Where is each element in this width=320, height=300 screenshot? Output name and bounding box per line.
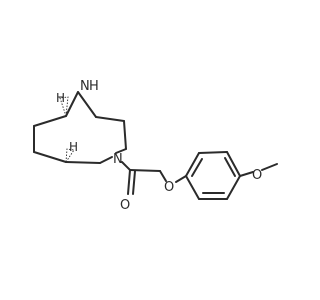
- atom-h-bridge: H: [89, 79, 99, 94]
- bond-ar2-ar3: [198, 151, 228, 154]
- bond-c9-o-a: [127, 169, 131, 195]
- bond-c10-o: [159, 170, 167, 182]
- bond-c5-c6: [65, 161, 101, 164]
- stereo-bonds: [59, 96, 75, 164]
- atom-o-methoxy: O: [252, 168, 262, 183]
- structure-diagram: N H H H N O O O: [33, 79, 278, 213]
- bond-c9-o-b: [132, 170, 136, 195]
- atom-labels: N H H H N O O O: [56, 79, 262, 213]
- bond-n-c9: [121, 161, 131, 171]
- bond-c6-n: [99, 156, 113, 164]
- bond-ar3-ar4: [226, 151, 241, 177]
- bond-ar4-ar5: [226, 175, 241, 200]
- bond-o-c11: [175, 175, 187, 183]
- bond-nh-c1: [65, 91, 79, 117]
- bond-ar-inner-2: [224, 157, 236, 177]
- atom-n-ring: N: [113, 152, 123, 167]
- atom-o-ether: O: [164, 180, 174, 195]
- bond-c4-c5: [33, 151, 67, 163]
- atom-o-carbonyl: O: [120, 198, 130, 213]
- bond-ar-inner-1: [191, 158, 203, 177]
- bond-ar6-ar1: [185, 175, 200, 200]
- bond-c2-c7: [95, 116, 125, 122]
- atom-n-bridge: N: [80, 79, 90, 94]
- bond-c7-c8: [123, 120, 127, 150]
- bonds: [33, 91, 278, 200]
- hash-wedge-bottom: [65, 148, 75, 164]
- bond-c8-n: [115, 148, 127, 154]
- bond-o-ch3: [261, 163, 278, 171]
- atom-h-stereo-bottom: H: [69, 140, 78, 154]
- hash-wedge-top: [59, 96, 69, 117]
- atom-h-stereo-top: H: [56, 91, 65, 105]
- bond-ar4-o: [239, 171, 254, 177]
- bond-nh-c2: [77, 91, 97, 118]
- bond-ar1-ar2: [185, 152, 200, 177]
- bond-c1-c3: [33, 115, 67, 127]
